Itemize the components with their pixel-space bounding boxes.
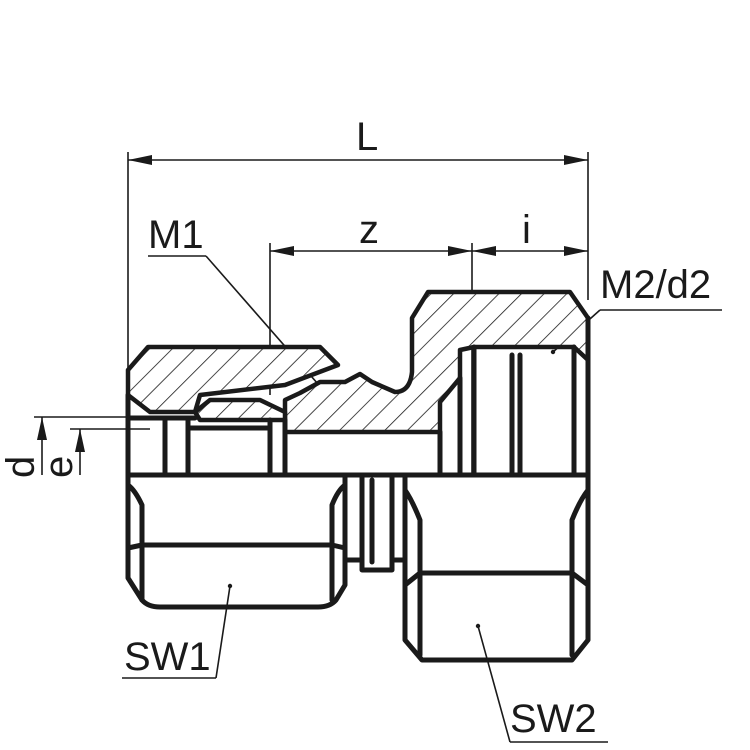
label-z: z <box>359 208 379 252</box>
dimension-L: L <box>127 115 589 395</box>
leader-SW1: SW1 <box>122 585 231 679</box>
label-i: i <box>522 208 531 252</box>
body-neck <box>342 472 408 573</box>
section-upper-half <box>125 289 591 435</box>
hex-body-right <box>402 472 591 663</box>
label-M2-d2: M2/d2 <box>600 263 711 307</box>
label-SW1: SW1 <box>124 635 211 679</box>
hex-nut-left <box>125 472 348 610</box>
body-section-right <box>282 289 591 435</box>
bore-lines <box>125 315 591 478</box>
cutting-ring-section <box>192 397 288 423</box>
leader-M2-d2: M2/d2 <box>550 263 722 355</box>
dimension-d-e: d e <box>0 416 150 478</box>
nut-section-left <box>125 344 341 415</box>
label-L: L <box>356 115 378 159</box>
label-e: e <box>37 456 81 478</box>
leader-SW2: SW2 <box>477 625 608 743</box>
label-SW2: SW2 <box>510 697 597 741</box>
label-d: d <box>0 456 43 478</box>
label-M1: M1 <box>148 213 204 257</box>
